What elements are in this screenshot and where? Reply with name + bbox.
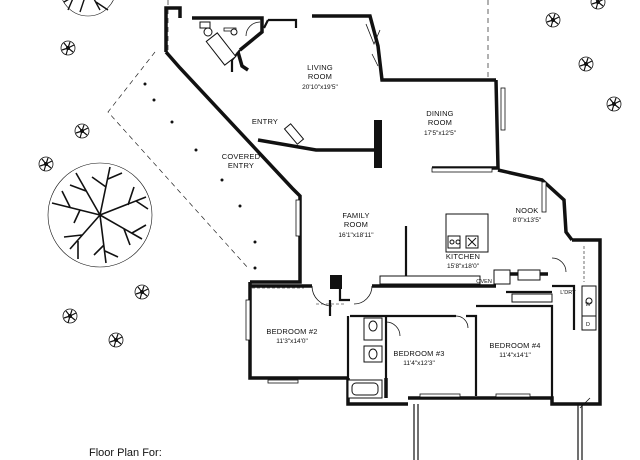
dryer-label: D (586, 322, 590, 328)
bedroom-2-label: BEDROOM #2 (266, 327, 317, 336)
label-line: ROOM (344, 220, 368, 229)
bedroom-3-dimensions: 11'4"x12'3" (403, 360, 435, 367)
lower-structure (413, 404, 583, 460)
label-line: LIVING (307, 63, 333, 72)
door-swings (245, 21, 591, 409)
bath-fixtures (347, 285, 597, 399)
landscape-trees (38, 0, 622, 348)
nook-label: NOOK (516, 206, 539, 215)
family-room-dimensions: 16'1"x18'11" (338, 232, 374, 239)
partial-tree-symbol (62, 0, 114, 17)
kitchen-fixtures (379, 213, 553, 303)
label-line: FAMILY (342, 211, 369, 220)
large-tree-symbol (47, 162, 153, 268)
entry-label: ENTRY (252, 117, 278, 126)
floor-plan-caption: Floor Plan For: (89, 447, 162, 459)
kitchen-dimensions: 15'8"x18'0" (447, 263, 480, 270)
label-line: ROOM (308, 72, 332, 81)
label-line: ROOM (428, 118, 452, 127)
entry-fixtures (199, 21, 305, 145)
bedroom-3-label: BEDROOM #3 (393, 349, 444, 358)
washer-label: W (585, 302, 591, 308)
post-dots (143, 82, 257, 270)
bedroom-4-dimensions: 11'4"x14'1" (499, 352, 531, 359)
bedroom-2-dimensions: 11'3"x14'0" (276, 338, 308, 345)
nook-dimensions: 8'0"x13'5" (513, 217, 542, 224)
label-line: COVERED (222, 152, 261, 161)
label-line: DINING (426, 109, 453, 118)
windows (223, 27, 547, 398)
closet-dashes (252, 246, 585, 305)
dining-room-dimensions: 17'5"x12'5" (424, 130, 457, 137)
wall-stubs (330, 120, 382, 289)
kitchen-label: KITCHEN (446, 252, 480, 261)
label-line: ENTRY (228, 161, 254, 170)
living-room-dimensions: 20'10"x19'5" (302, 84, 338, 91)
laundry-label: L'DRY (560, 290, 576, 296)
bedroom-4-label: BEDROOM #4 (489, 341, 540, 350)
site-boundary-dashes (107, 0, 489, 269)
oven-label: OVEN (476, 279, 492, 285)
interior-walls (230, 18, 576, 398)
